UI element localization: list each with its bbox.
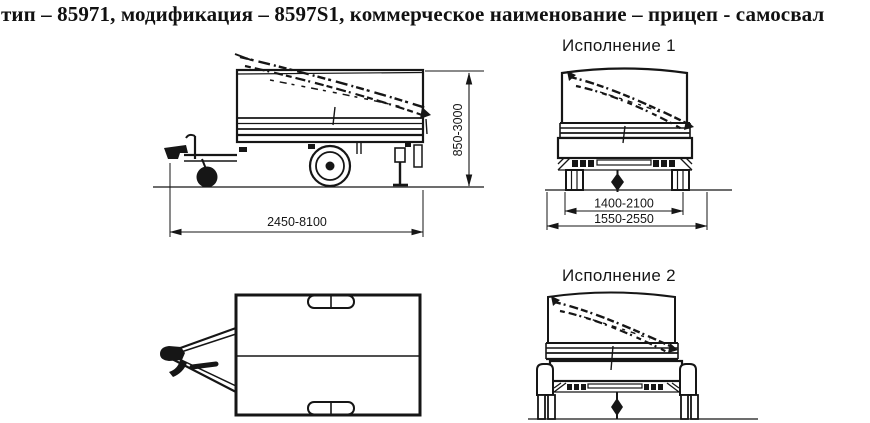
rear2-fenders: [536, 363, 697, 396]
tarp-roll-sketch: [567, 71, 694, 144]
handbrake-lever: [189, 361, 219, 370]
hitch-hook: [169, 360, 187, 377]
rear1-body: [556, 67, 694, 160]
dimension-length: 2450-8100: [169, 163, 424, 237]
rear1-jack: [611, 170, 624, 192]
top-view-drawing: [160, 293, 422, 417]
side-view-drawing: 2450-8100 850-3000: [153, 53, 484, 237]
rear-view-2: [520, 258, 765, 423]
variant-2-label: Исполнение 2: [562, 266, 676, 285]
hitch-coupler: [164, 145, 188, 159]
dimension-overall-width: 1550-2550: [546, 192, 708, 230]
variant-1-label: Исполнение 1: [562, 36, 676, 55]
rear1-frame: [557, 157, 693, 171]
trailer-side-body: [235, 68, 425, 152]
rear-view-1-drawing: 1400-2100 1550-2550: [545, 67, 732, 230]
rear1-wheels: [565, 169, 690, 191]
rear2-body: [545, 291, 684, 383]
rear2-jack: [611, 392, 623, 419]
hitch-coupler: [160, 346, 185, 361]
trailer-side-drawbar: [164, 133, 237, 162]
side-view: 2450-8100 850-3000: [150, 35, 490, 240]
top-platform: [234, 293, 422, 417]
drawing-title: тип – 85971, модификация – 8597S1, комме…: [1, 2, 825, 26]
dim-height-text: 850-3000: [451, 104, 465, 157]
dim-length-text: 2450-8100: [267, 215, 327, 229]
trailer-side-wheel: [308, 142, 362, 188]
rear-view-1: 1400-2100 1550-2550: [540, 30, 735, 235]
support-leg: [393, 142, 423, 187]
mudflap: [413, 144, 423, 168]
tarp-roll-sketch: [234, 53, 431, 135]
tarp-roll-sketch: [551, 296, 678, 371]
jockey-wheel: [196, 158, 218, 188]
dim-track-text: 1400-2100: [594, 197, 654, 211]
dimension-track: 1400-2100: [564, 192, 684, 215]
top-drawbar: [160, 326, 237, 393]
dimension-height: 850-3000: [425, 70, 484, 187]
rear2-frame: [553, 382, 680, 393]
rear-view-2-drawing: [528, 291, 758, 420]
dim-overall-text: 1550-2550: [594, 212, 654, 226]
rear2-wheels: [537, 394, 699, 420]
top-view: [150, 280, 440, 423]
